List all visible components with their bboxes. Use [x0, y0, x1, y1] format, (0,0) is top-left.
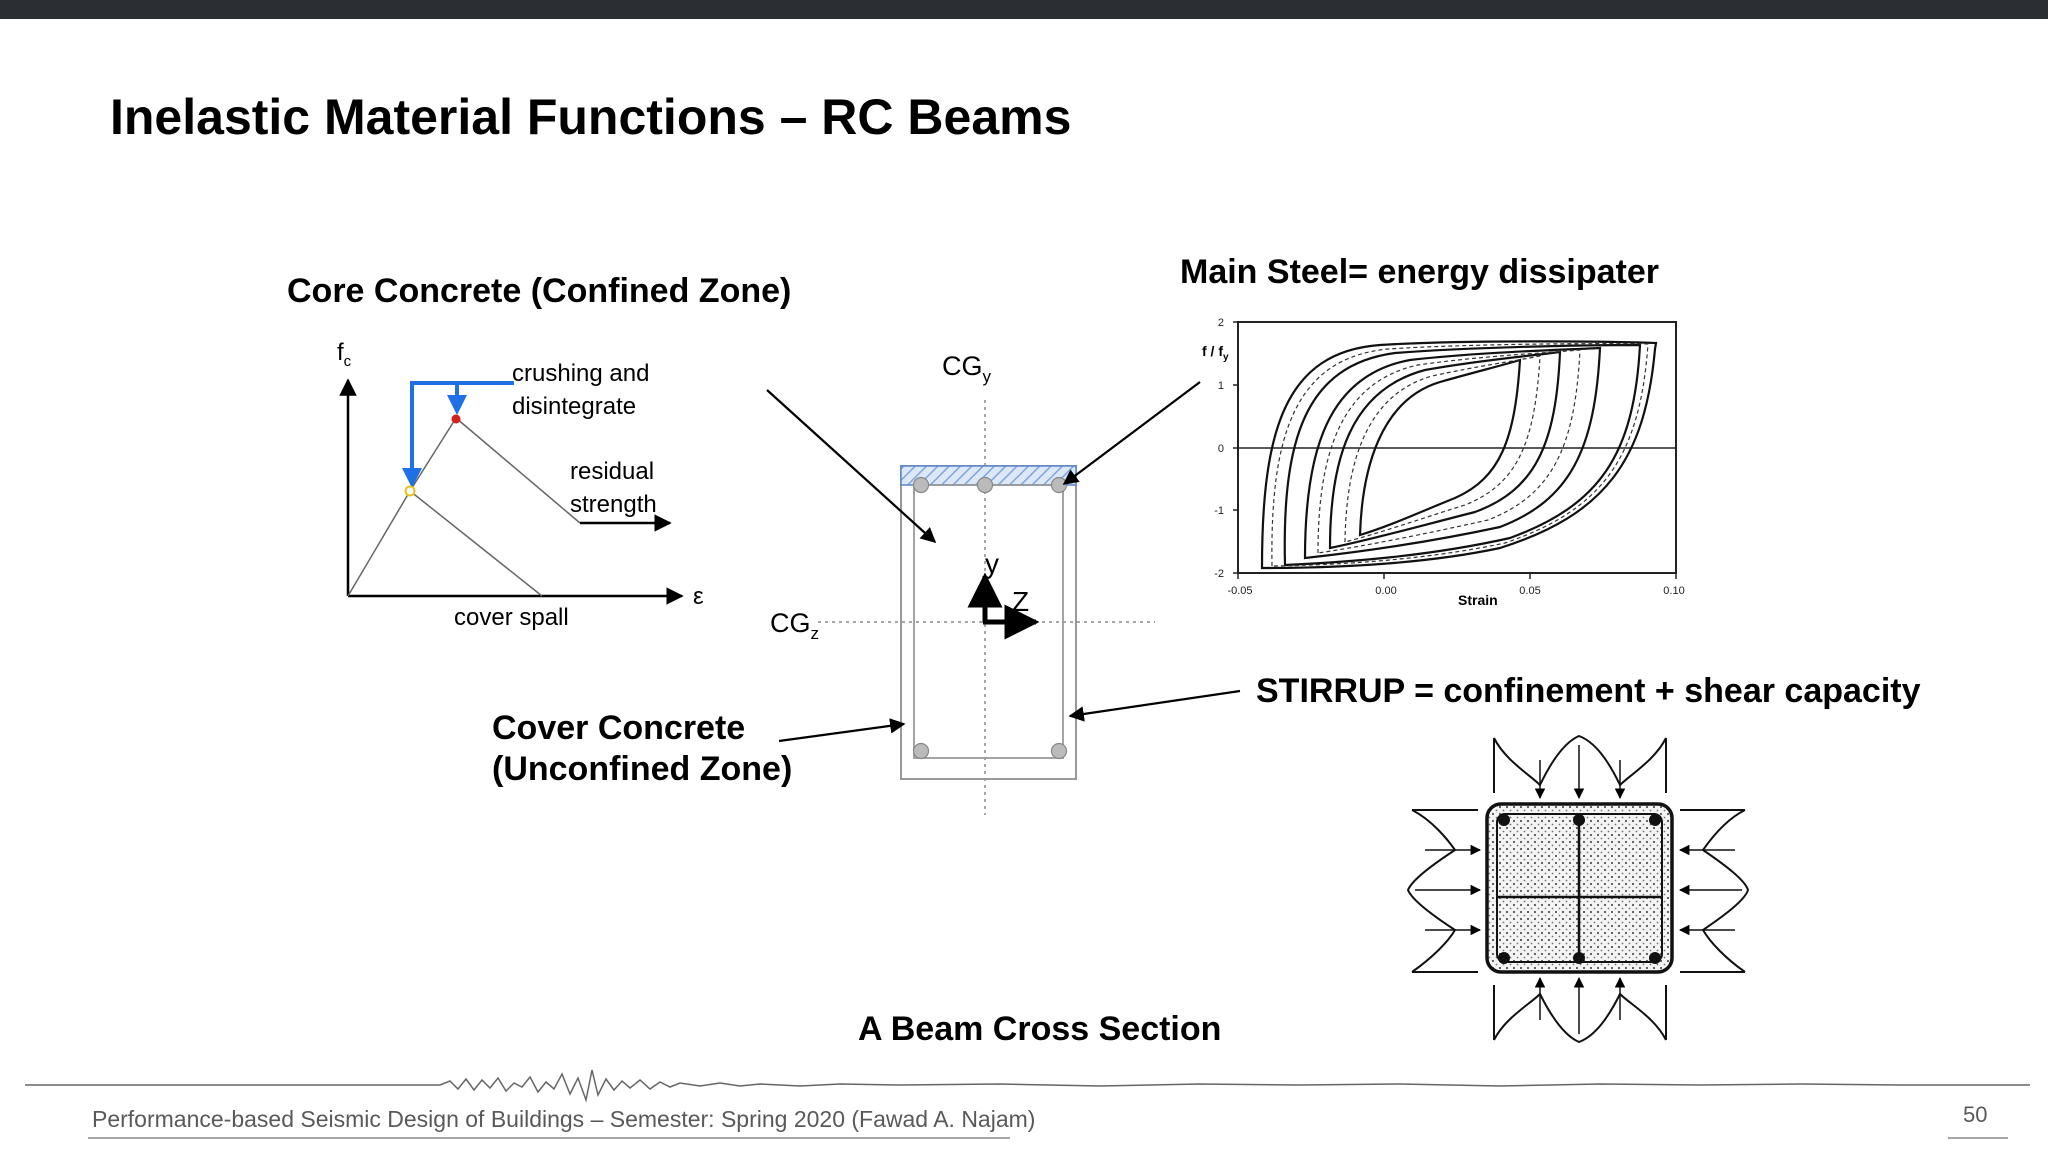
cover-concrete-line1: Cover Concrete: [492, 709, 746, 747]
cover-concrete-label: Cover Concrete (Unconfined Zone): [492, 708, 792, 790]
fc-axis-label: fc: [337, 339, 352, 370]
svg-text:0: 0: [1218, 443, 1224, 455]
hysteresis-loop-4: [1328, 350, 1562, 550]
crushing-label-line2: disintegrate: [512, 393, 636, 420]
pressure-arrows: [1415, 745, 1742, 1034]
main-steel-label: Main Steel= energy dissipater: [1180, 253, 1660, 291]
residual-label-line1: residual: [570, 458, 654, 485]
y-tick-marks: [1233, 321, 1238, 574]
stirrup-leader: [1068, 689, 1241, 722]
svg-text:-1: -1: [1214, 505, 1224, 517]
hysteresis-loop-2: [1283, 343, 1642, 567]
hysteresis-x-label: Strain: [1458, 592, 1498, 608]
cover-spall-label: cover spall: [454, 604, 569, 631]
cover-spall-line: [409, 490, 543, 597]
svg-text:0.00: 0.00: [1375, 585, 1396, 597]
window-top-bar: [0, 0, 2048, 19]
core-concrete-label: Core Concrete (Confined Zone): [287, 272, 792, 310]
cover-rise-line: [347, 490, 411, 597]
bottom-bar-right: [1050, 742, 1068, 760]
main-steel-leader: [1062, 381, 1201, 485]
confinement-diagram: [1406, 734, 1750, 1044]
core-descend-line: [455, 417, 581, 524]
hysteresis-loop-5: [1358, 358, 1522, 537]
longitudinal-bars: [1498, 814, 1661, 964]
svg-text:0.05: 0.05: [1519, 585, 1540, 597]
svg-text:-0.05: -0.05: [1227, 585, 1252, 597]
footer-decoration: [25, 1069, 2030, 1139]
x-tick-labels: -0.05 0.00 0.05 0.10: [1227, 585, 1684, 597]
footer-text: Performance-based Seismic Design of Buil…: [92, 1106, 1036, 1132]
core-concrete-leader: [766, 389, 937, 544]
svg-text:0.10: 0.10: [1663, 585, 1684, 597]
top-bar-right: [1050, 476, 1068, 494]
hysteresis-loop-3: [1303, 346, 1602, 560]
section-caption: A Beam Cross Section: [858, 1010, 1222, 1048]
page-number: 50: [1963, 1102, 1988, 1127]
stirrup-label: STIRRUP = confinement + shear capacity: [1256, 672, 1921, 710]
hysteresis-loop-outer: [1260, 340, 1658, 570]
z-axis-label: Z: [1012, 586, 1029, 617]
crushing-label-line1: crushing and: [512, 360, 649, 387]
cg-z-label: CGz: [770, 608, 819, 643]
cover-concrete-line2: (Unconfined Zone): [492, 750, 793, 788]
steel-hysteresis-chart: 2 1 0 -1 -2 -0.05 0.00 0.05 0.10 Strain …: [1202, 317, 1685, 608]
x-tick-marks: [1237, 573, 1677, 579]
svg-text:1: 1: [1218, 380, 1224, 392]
cg-y-label: CGy: [942, 351, 992, 386]
residual-label-line2: strength: [570, 491, 657, 518]
y-axis-label: y: [985, 548, 999, 579]
top-bar-left: [912, 476, 930, 494]
blue-arrow-yield: [402, 381, 514, 488]
svg-text:2: 2: [1218, 317, 1224, 329]
svg-text:-2: -2: [1214, 568, 1224, 580]
concrete-curve: fc ε crushing and disintegrate residual …: [337, 339, 704, 631]
crushing-point: [451, 414, 461, 424]
beam-cross-section: y Z CGy CGz: [770, 351, 1155, 815]
cover-concrete-leader: [778, 718, 906, 743]
top-bar-middle: [976, 476, 994, 494]
y-tick-labels: 2 1 0 -1 -2: [1214, 317, 1224, 580]
bottom-bar-left: [912, 742, 930, 760]
seismic-waveform: [25, 1069, 2030, 1103]
strain-axis-label: ε: [693, 583, 704, 610]
yield-point: [404, 485, 416, 497]
hysteresis-loops-dashed: [1271, 343, 1649, 567]
arching-action: [1406, 734, 1750, 1044]
hysteresis-y-label: f / fy: [1202, 343, 1229, 363]
slide-title: Inelastic Material Functions – RC Beams: [110, 89, 1072, 145]
core-rise-line: [409, 417, 457, 492]
hysteresis-loops: [1260, 340, 1658, 570]
